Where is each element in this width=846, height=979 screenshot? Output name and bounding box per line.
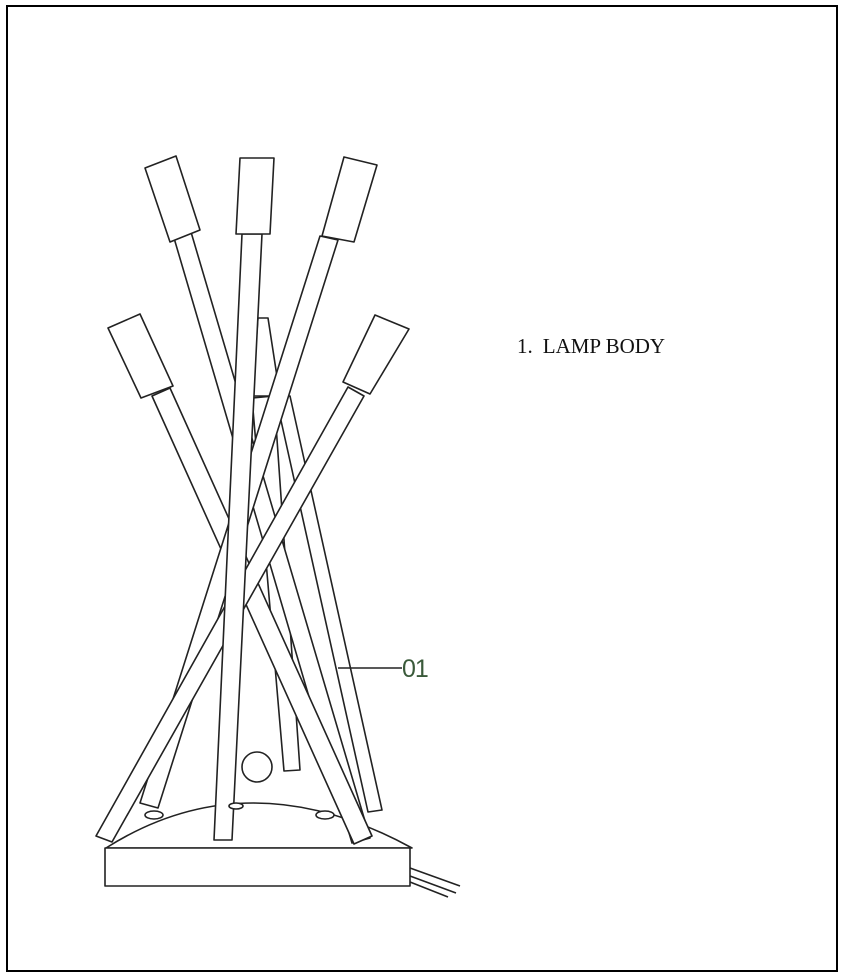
shade-upper-center <box>235 157 275 235</box>
legend-item-number: 1. <box>517 334 533 358</box>
rod-lower-left <box>151 387 373 845</box>
base-dome <box>105 802 413 849</box>
base-plinth <box>104 847 411 887</box>
shade-lower-right <box>342 314 410 395</box>
drawing-frame <box>6 5 838 972</box>
socket-center <box>228 802 244 810</box>
socket-right <box>315 810 335 820</box>
legend-item-label: LAMP BODY <box>542 334 666 358</box>
callout-label: 01 <box>402 655 429 683</box>
legend: 1. LAMP BODY <box>517 334 665 359</box>
power-cord <box>409 867 461 898</box>
socket-left <box>144 810 164 820</box>
bulb <box>241 751 273 783</box>
shade-upper-right <box>321 156 378 243</box>
shade-lower-left <box>107 313 174 399</box>
shade-upper-left <box>144 155 201 243</box>
